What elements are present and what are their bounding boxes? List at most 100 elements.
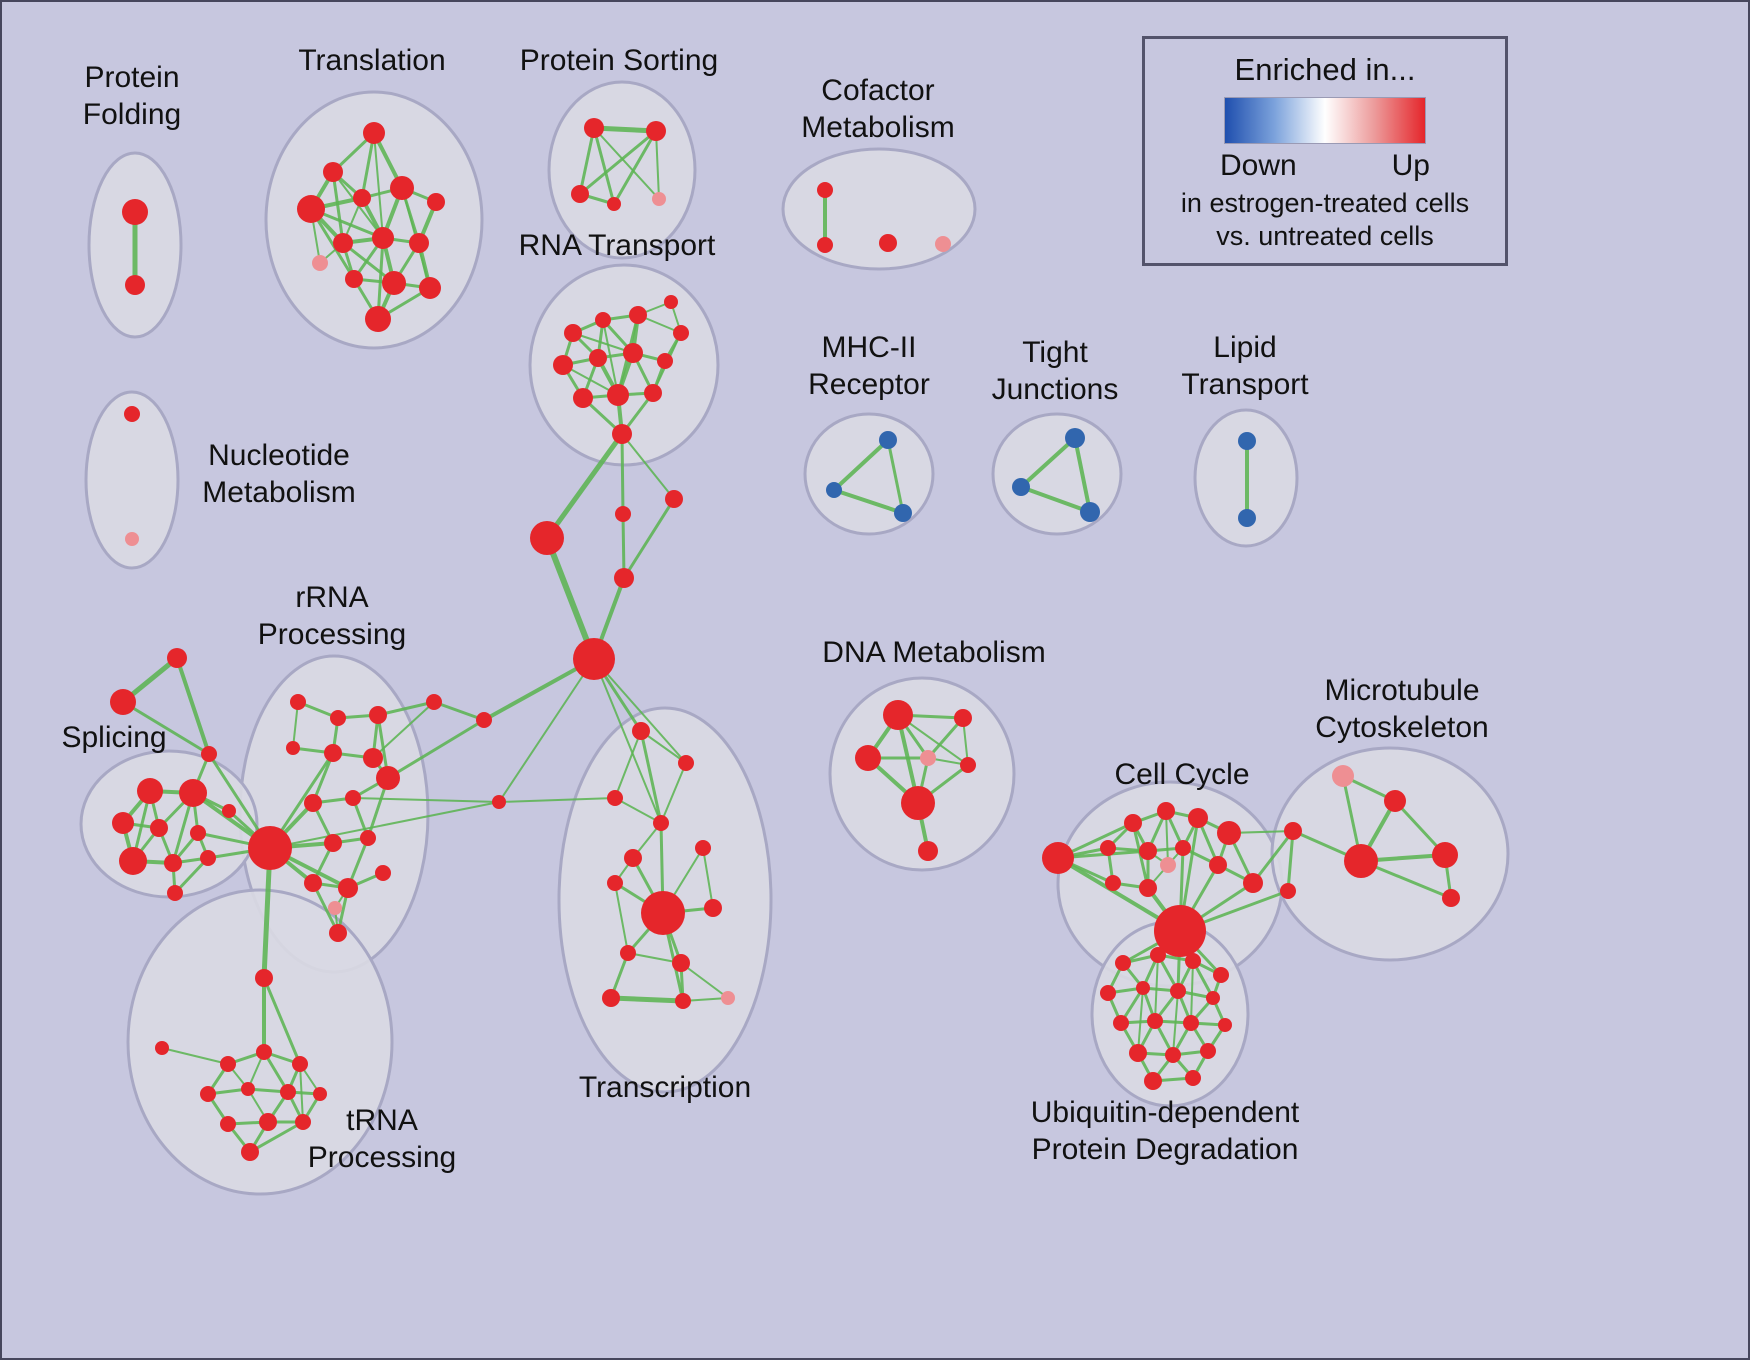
network-node-ub8 (1206, 991, 1220, 1005)
network-node-m2 (615, 506, 631, 522)
network-node-t5 (390, 176, 414, 200)
network-node-sp2 (179, 779, 207, 807)
network-node-t10 (345, 270, 363, 288)
network-node-rr12 (304, 874, 322, 892)
network-edge (622, 497, 676, 580)
network-edge (608, 995, 686, 1004)
network-node-r8 (623, 343, 643, 363)
network-node-ub3 (1185, 953, 1201, 969)
network-edge (432, 700, 486, 722)
network-node-ps3 (571, 185, 589, 203)
network-node-cch (1154, 905, 1206, 957)
network-node-ub6 (1136, 981, 1150, 995)
network-node-ps4 (607, 197, 621, 211)
network-node-u1 (167, 648, 187, 668)
network-edge (832, 438, 890, 492)
network-node-tn8 (220, 1116, 236, 1132)
network-node-pf1 (122, 199, 148, 225)
network-node-r12 (644, 384, 662, 402)
network-node-cc5 (1217, 821, 1241, 845)
network-node-d2 (954, 709, 972, 727)
network-edge (311, 881, 340, 935)
network-node-tn7 (313, 1087, 327, 1101)
network-node-rr6 (363, 748, 383, 768)
network-edge (1019, 436, 1077, 489)
cluster-ellipse-microtubule-cytoskeleton (1270, 746, 1510, 962)
network-node-rr15 (328, 901, 342, 915)
network-node-d6 (901, 786, 935, 820)
network-node-r9 (657, 353, 673, 369)
network-node-cc1 (1042, 842, 1074, 874)
network-node-t11 (382, 271, 406, 295)
network-node-rr4 (286, 741, 300, 755)
network-edge (639, 729, 663, 825)
network-edge (373, 132, 384, 239)
network-node-tn10 (295, 1114, 311, 1130)
cluster-ellipse-cofactor-metabolism (781, 147, 977, 271)
network-edge (578, 126, 596, 196)
network-node-rr8 (304, 794, 322, 812)
network-node-cc7 (1139, 842, 1157, 860)
network-node-tn11 (241, 1143, 259, 1161)
network-node-rr5 (324, 744, 342, 762)
network-edge (386, 718, 486, 780)
network-edge (175, 656, 211, 756)
network-node-pf2 (125, 275, 145, 295)
network-node-rr11 (360, 830, 376, 846)
network-edge (161, 1047, 229, 1065)
network-node-tr12 (602, 989, 620, 1007)
network-node-m3 (614, 568, 634, 588)
network-node-t8 (372, 227, 394, 249)
network-edge (262, 976, 302, 1066)
network-node-mc2 (1384, 790, 1406, 812)
legend-subtitle-line1: in estrogen-treated cells (1180, 188, 1470, 218)
network-node-rr13 (338, 878, 358, 898)
network-edge (544, 535, 597, 662)
network-node-cc3 (1157, 802, 1175, 820)
cluster-label-cell-cycle: Cell Cycle (1114, 758, 1249, 791)
network-node-tr13 (675, 993, 691, 1009)
cluster-ellipse-dna-metabolism (828, 676, 1016, 872)
network-node-r13 (612, 424, 632, 444)
network-node-mc7 (1280, 883, 1296, 899)
network-edge (680, 962, 729, 999)
network-node-mc4 (1344, 844, 1378, 878)
network-node-cc9 (1160, 857, 1176, 873)
network-node-ub9 (1113, 1015, 1129, 1031)
network-node-nm1 (124, 406, 140, 422)
network-edge (498, 658, 595, 803)
network-node-tj2 (1012, 478, 1030, 496)
network-node-tn1 (220, 1056, 236, 1072)
network-node-ub17 (1185, 1070, 1201, 1086)
network-node-rr16 (329, 924, 347, 942)
network-edge (248, 1120, 305, 1154)
network-node-tn0 (255, 969, 273, 987)
network-edge (376, 236, 385, 321)
network-node-t4 (353, 189, 371, 207)
network-node-rr14 (375, 865, 391, 881)
network-node-cf3 (879, 234, 897, 252)
network-node-ub10 (1147, 1013, 1163, 1029)
network-node-mh3 (894, 504, 912, 522)
network-node-t9 (409, 233, 429, 253)
network-node-sp3 (112, 812, 134, 834)
network-node-tr11 (672, 954, 690, 972)
network-node-lp2 (1238, 509, 1256, 527)
network-node-tr3 (607, 790, 623, 806)
legend-down-label: Down (1220, 149, 1297, 182)
network-edge (1019, 485, 1092, 514)
network-node-tn3 (292, 1056, 308, 1072)
network-node-r1 (564, 324, 582, 342)
network-node-rr7 (376, 766, 400, 790)
network-node-r5 (673, 325, 689, 341)
network-edge (640, 730, 687, 764)
network-node-sp1 (137, 778, 163, 804)
network-node-cc13 (1243, 873, 1263, 893)
network-node-nm2 (125, 532, 139, 546)
network-edge (498, 797, 616, 803)
network-edge (578, 129, 658, 196)
